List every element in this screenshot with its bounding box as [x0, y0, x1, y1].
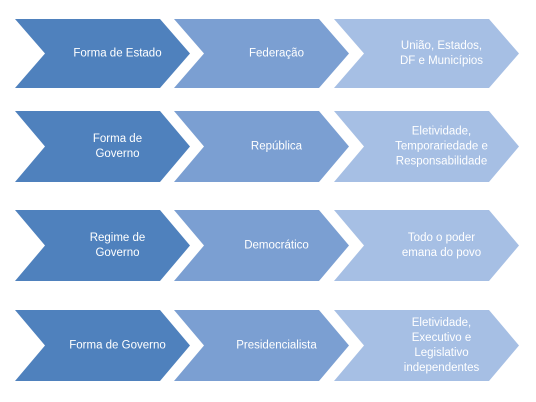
chevron-step-label-line: Forma de Governo [69, 340, 166, 352]
chevron-step-label: Forma de Governo [69, 340, 166, 352]
chevron-step-label-line: Democrático [244, 240, 309, 252]
chevron-step-label: Forma de Governo [93, 133, 142, 160]
chevron-step-2 [174, 310, 349, 381]
chevron-step-3 [334, 19, 519, 88]
chevron-step-label: Todo o poder emana do povo [402, 232, 481, 259]
chevron-step-label: Presidencialista [236, 340, 317, 352]
chevron-step-label: Eletividade, Executivo e Legislativo indepe… [404, 317, 480, 374]
chevron-step-1 [15, 210, 190, 281]
chevron-step-label-line: Eletividade, [412, 126, 471, 138]
chevron-step-label-line: Forma de [93, 133, 142, 145]
chevron-step-3 [334, 111, 519, 182]
chevron-step-1 [15, 111, 190, 182]
chevron-step-label-line: Eletividade, [412, 317, 471, 329]
chevron-step-label: Eletividade, Temporariedade e Responsabili… [395, 126, 488, 168]
chevron-step-label-line: Federação [249, 48, 304, 60]
chevron-step-label: Forma de Estado [73, 48, 161, 60]
chevron-step-label-line: Todo o poder [408, 232, 475, 244]
chevron-step-label-line: emana do povo [402, 247, 481, 259]
chevron-step-label-line: Executivo e [412, 332, 471, 344]
chevron-step-label-line: Presidencialista [236, 340, 317, 352]
chevron-step-label: Regime de Governo [90, 232, 146, 259]
chevron-step-label-line: Responsabilidade [396, 156, 487, 168]
chevron-step-2 [174, 111, 349, 182]
process-row-4: Forma de Governo Presidencialista Eletivid… [15, 310, 519, 381]
chevron-step-3 [334, 210, 519, 281]
chevron-step-3 [334, 310, 519, 381]
chevron-step-label-line: independentes [404, 362, 480, 374]
process-row-3: Regime de Governo Democrático Todo o poder e… [15, 210, 519, 281]
chevron-step-label: União, Estados, DF e Municípios [400, 40, 483, 67]
chevron-step-label-line: Governo [95, 148, 139, 160]
chevron-step-label-line: República [251, 141, 303, 153]
chevron-step-2 [174, 19, 349, 88]
chevron-step-label-line: Governo [95, 247, 139, 259]
chevron-step-label: República [251, 141, 303, 153]
chevron-step-label-line: Regime de [90, 232, 146, 244]
chevron-step-1 [15, 310, 190, 381]
chevron-step-label-line: Temporariedade e [395, 141, 488, 153]
chevron-step-label: Democrático [244, 240, 309, 252]
chevron-step-label-line: União, Estados, [401, 40, 482, 52]
chevron-step-label-line: Legislativo [414, 347, 468, 359]
chevron-step-1 [15, 19, 190, 88]
process-row-2: Forma de Governo República Eletividade, Temp… [15, 111, 519, 182]
chevron-step-label: Federação [249, 48, 304, 60]
chevron-step-label-line: DF e Municípios [400, 55, 483, 67]
chevron-step-2 [174, 210, 349, 281]
process-row-1: Forma de Estado Federação União, Estados, D… [15, 19, 519, 88]
chevron-step-label-line: Forma de Estado [73, 48, 161, 60]
